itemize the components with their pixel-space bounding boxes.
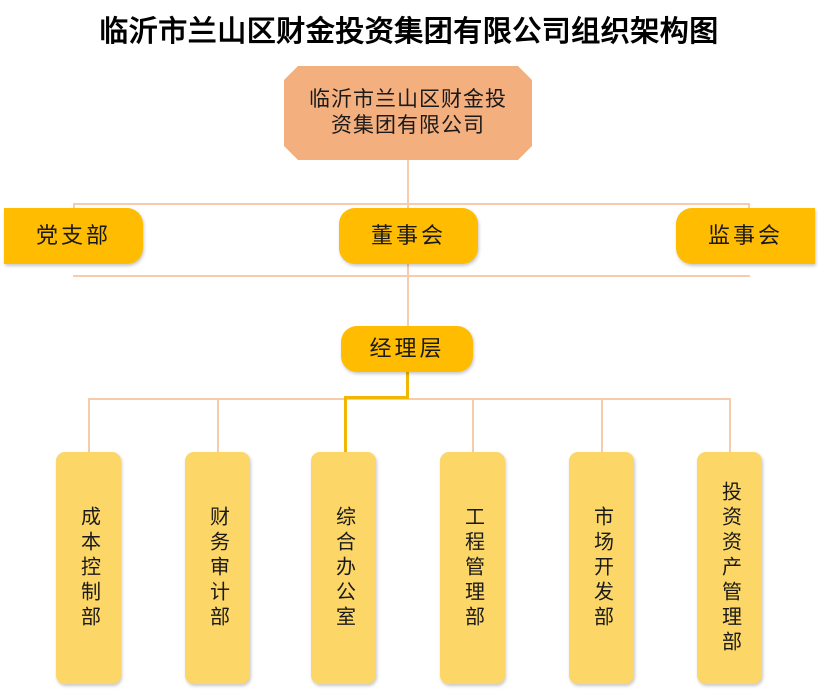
node-investment-asset-management-label: 投资资产管理部 <box>718 480 741 656</box>
node-group-root-label: 临沂市兰山区财金投 资集团有限公司 <box>309 87 507 138</box>
node-management-label: 经理层 <box>369 335 445 361</box>
connector-drop-market-development <box>601 398 603 452</box>
connector-directors-to-management <box>407 262 409 328</box>
connector-drop-general-office <box>344 396 347 452</box>
connector-highlight-elbow <box>344 396 408 399</box>
node-board-of-directors-label: 董事会 <box>370 222 446 248</box>
node-group-root[interactable]: 临沂市兰山区财金投 资集团有限公司 <box>284 66 532 160</box>
node-investment-asset-management[interactable]: 投资资产管理部 <box>697 452 762 684</box>
connector-drop-cost-control <box>88 398 90 452</box>
node-board-of-supervisors-label: 监事会 <box>707 222 783 248</box>
node-market-development-label: 市场开发部 <box>590 505 613 631</box>
node-general-office-label: 综合办公室 <box>332 505 355 631</box>
connector-drop-board-supervisors <box>748 203 750 211</box>
node-board-of-directors[interactable]: 董事会 <box>339 208 478 264</box>
node-group-root-line2: 资集团有限公司 <box>331 113 485 137</box>
connector-drop-investment-asset <box>729 398 731 452</box>
node-engineering-management-label: 工程管理部 <box>461 505 484 631</box>
node-cost-control-label: 成本控制部 <box>77 505 100 631</box>
connector-highlight-stem <box>406 372 409 399</box>
node-general-office[interactable]: 综合办公室 <box>311 452 376 684</box>
node-board-of-supervisors[interactable]: 监事会 <box>676 208 815 264</box>
node-finance-audit[interactable]: 财务审计部 <box>185 452 250 684</box>
node-engineering-management[interactable]: 工程管理部 <box>440 452 505 684</box>
connector-drop-finance-audit <box>217 398 219 452</box>
connector-drop-engineering-management <box>472 398 474 452</box>
connector-departments-bus <box>88 398 731 400</box>
connector-drop-board-directors <box>407 203 409 211</box>
page-title: 临沂市兰山区财金投资集团有限公司组织架构图 <box>99 16 719 48</box>
node-management[interactable]: 经理层 <box>341 326 473 372</box>
node-party-branch[interactable]: 党支部 <box>4 208 143 264</box>
node-cost-control[interactable]: 成本控制部 <box>56 452 121 684</box>
connector-level2-bus <box>73 203 750 205</box>
node-finance-audit-label: 财务审计部 <box>206 505 229 631</box>
node-group-root-line1: 临沂市兰山区财金投 <box>309 87 507 112</box>
connector-drop-party-branch <box>73 203 75 211</box>
connector-mid-crossbar <box>73 275 750 277</box>
node-market-development[interactable]: 市场开发部 <box>569 452 634 684</box>
node-party-branch-label: 党支部 <box>35 222 111 248</box>
connector-root-stem <box>407 160 409 204</box>
